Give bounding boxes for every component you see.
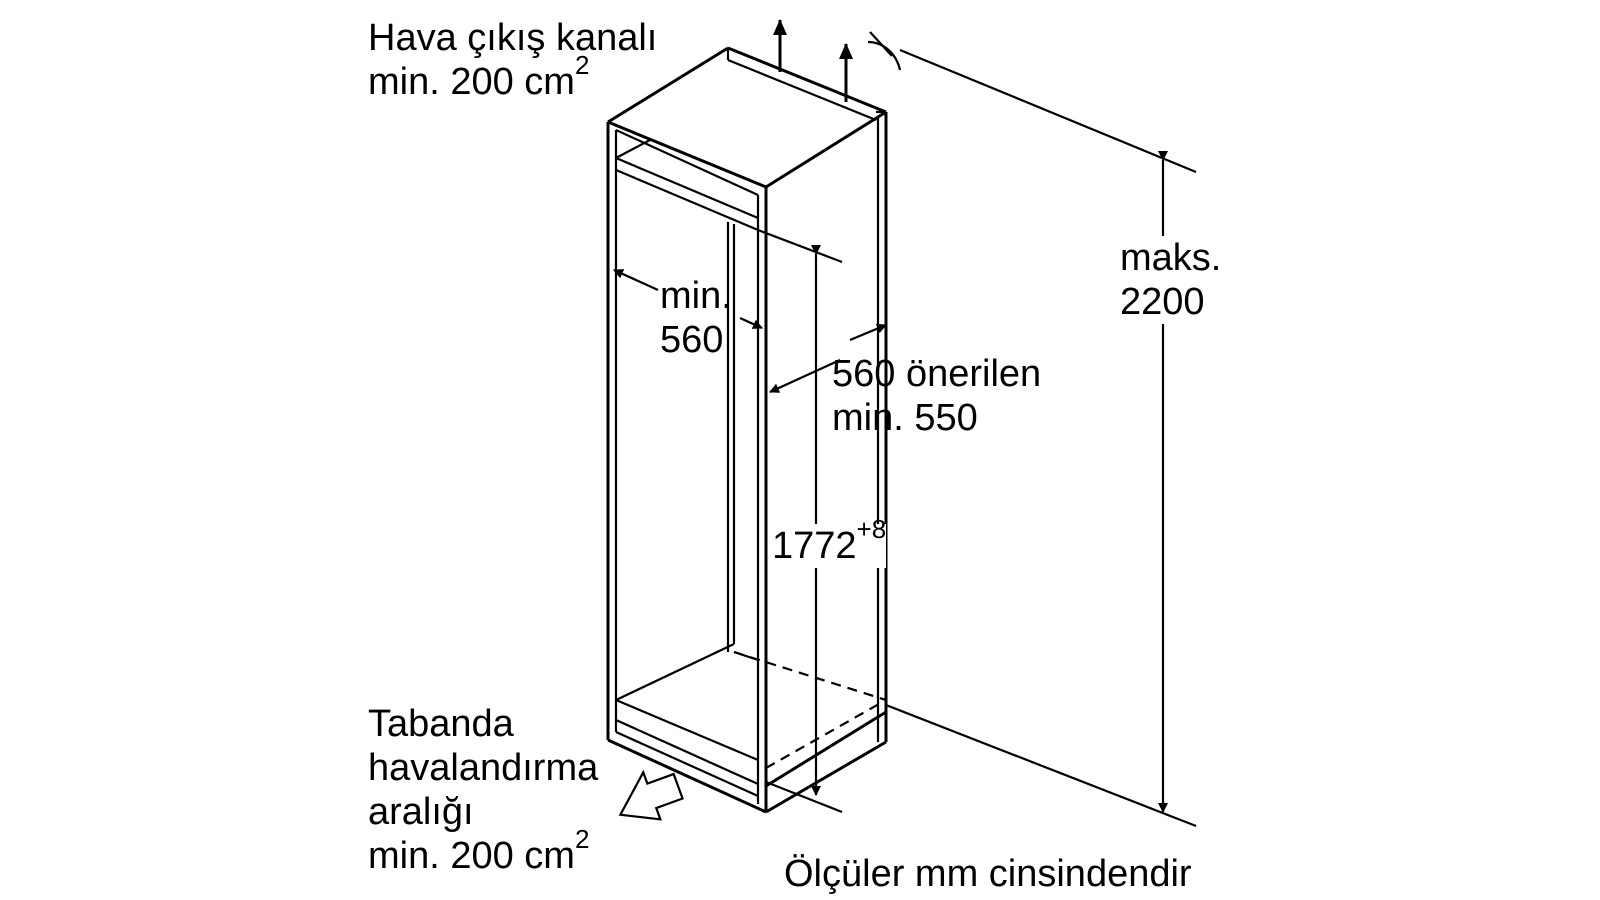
depth-label-line2: min. 550 [832, 397, 978, 439]
inner-width-label-line1: min. [660, 275, 732, 317]
cabinet-frame [606, 46, 888, 814]
niche-height-value: 1772 [772, 525, 857, 567]
niche-height-tolerance: +8 [856, 514, 887, 545]
units-note: Ölçüler mm cinsindendir [784, 853, 1192, 895]
inner-width-dimension-arrow [613, 268, 763, 330]
air-outlet-label-line2: min. 200 cm2 [368, 50, 590, 103]
max-height-label: maks. 2200 [1120, 236, 1222, 324]
niche-height-label: 1772+8 [772, 516, 887, 568]
base-vent-label-line4: min. 200 cm2 [368, 824, 590, 877]
max-height-label-line2: 2200 [1120, 281, 1205, 323]
air-outlet-label: Hava çıkış kanalı min. 200 cm2 [368, 16, 657, 104]
air-outlet-label-line1: Hava çıkış kanalı [368, 17, 658, 59]
base-vent-label-line1: Tabanda [368, 703, 514, 745]
base-vent-label-line2: havalandırma [368, 747, 599, 789]
ceiling-mark-icon [867, 31, 902, 71]
depth-dimension-arrow [769, 323, 887, 394]
base-vent-inlet-arrow [618, 769, 684, 821]
air-outlet-arrows [773, 19, 853, 102]
depth-label: 560 önerilen min. 550 [832, 352, 1041, 440]
extension-lines [757, 48, 1197, 828]
max-height-label-line1: maks. [1120, 237, 1222, 279]
depth-label-line1: 560 önerilen [832, 353, 1042, 395]
inner-width-label: min. 560 [660, 274, 732, 362]
base-vent-label: Tabanda havalandırma aralığı min. 200 cm… [368, 702, 598, 878]
inner-width-label-line2: 560 [660, 319, 724, 361]
base-vent-label-line3: aralığı [368, 791, 474, 833]
